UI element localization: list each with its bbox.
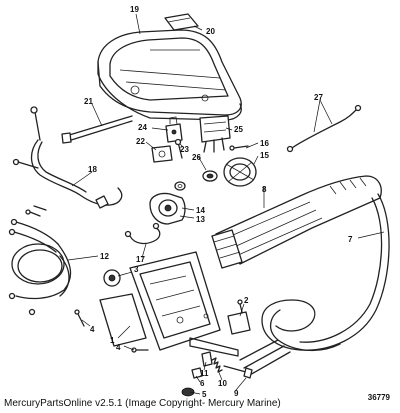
callout-5[interactable]: 5 <box>202 390 207 399</box>
callout-12[interactable]: 12 <box>100 252 109 261</box>
part-4-screw-lower[interactable] <box>131 347 149 353</box>
callout-1[interactable]: 1 <box>110 336 115 345</box>
callout-6[interactable]: 6 <box>200 379 205 388</box>
callout-27[interactable]: 27 <box>314 93 323 102</box>
part-11-spacer[interactable] <box>201 351 213 367</box>
callout-15[interactable]: 15 <box>260 151 269 160</box>
part-13-key-switch[interactable] <box>149 192 186 225</box>
callout-19[interactable]: 19 <box>130 5 139 14</box>
callout-4-upper[interactable]: 4 <box>90 325 95 334</box>
part-19-cover-housing[interactable] <box>97 29 242 121</box>
part-22-switch-body[interactable] <box>151 145 173 163</box>
part-9-bolt[interactable] <box>223 365 253 379</box>
part-7-cable[interactable] <box>239 193 390 377</box>
callout-21[interactable]: 21 <box>84 97 93 106</box>
callout-20[interactable]: 20 <box>206 27 215 36</box>
part-3-wheel[interactable] <box>103 269 121 287</box>
part-17-jumper-wire[interactable] <box>124 222 161 245</box>
callout-14[interactable]: 14 <box>196 206 205 215</box>
callout-26[interactable]: 26 <box>192 153 201 162</box>
leader-lines <box>67 13 385 395</box>
callout-18[interactable]: 18 <box>88 165 97 174</box>
callout-16[interactable]: 16 <box>260 139 269 148</box>
part-15-rheostat[interactable] <box>223 157 257 187</box>
callout-22[interactable]: 22 <box>136 137 145 146</box>
part-20-access-plate[interactable] <box>164 13 199 31</box>
part-12-battery-leads[interactable] <box>8 205 72 316</box>
callout-25[interactable]: 25 <box>234 125 243 134</box>
part-18-wiring-harness[interactable] <box>12 106 123 209</box>
callout-10[interactable]: 10 <box>218 379 227 388</box>
part-8-handle[interactable] <box>211 175 382 269</box>
callout-9[interactable]: 9 <box>234 389 239 398</box>
callout-8[interactable]: 8 <box>262 185 267 194</box>
part-24-switch[interactable] <box>165 116 183 143</box>
part-2-terminal[interactable] <box>227 299 251 335</box>
part-5-washer[interactable] <box>181 387 195 397</box>
part-27-wire-lead[interactable] <box>286 104 362 153</box>
part-1-mount-bracket[interactable] <box>99 251 239 357</box>
callout-13[interactable]: 13 <box>196 215 205 224</box>
callout-7[interactable]: 7 <box>348 235 353 244</box>
copyright-notice: MercuryPartsOnline v2.5.1 (Image Copyrig… <box>4 398 281 409</box>
callout-23[interactable]: 23 <box>180 145 189 154</box>
callout-11[interactable]: 11 <box>200 369 209 378</box>
part-4-screw-upper[interactable] <box>74 309 85 327</box>
part-21-rod[interactable] <box>61 115 133 144</box>
callout-labels: 19 20 21 18 24 22 23 25 26 16 15 27 8 14… <box>84 5 353 399</box>
callout-3[interactable]: 3 <box>134 265 139 274</box>
part-14-nut[interactable] <box>174 181 186 191</box>
figure-number: 36779 <box>367 393 390 402</box>
callout-17[interactable]: 17 <box>136 255 145 264</box>
part-10-spring[interactable] <box>211 357 223 373</box>
part-26-knob[interactable] <box>202 170 218 182</box>
part-16-screw[interactable] <box>229 145 249 151</box>
callout-4-lower[interactable]: 4 <box>116 343 121 352</box>
part-6-nut[interactable] <box>191 367 203 379</box>
callout-2[interactable]: 2 <box>244 296 249 305</box>
part-25-switch-assembly[interactable] <box>199 115 231 153</box>
part-23-screw[interactable] <box>174 138 183 159</box>
callout-24[interactable]: 24 <box>138 123 147 132</box>
